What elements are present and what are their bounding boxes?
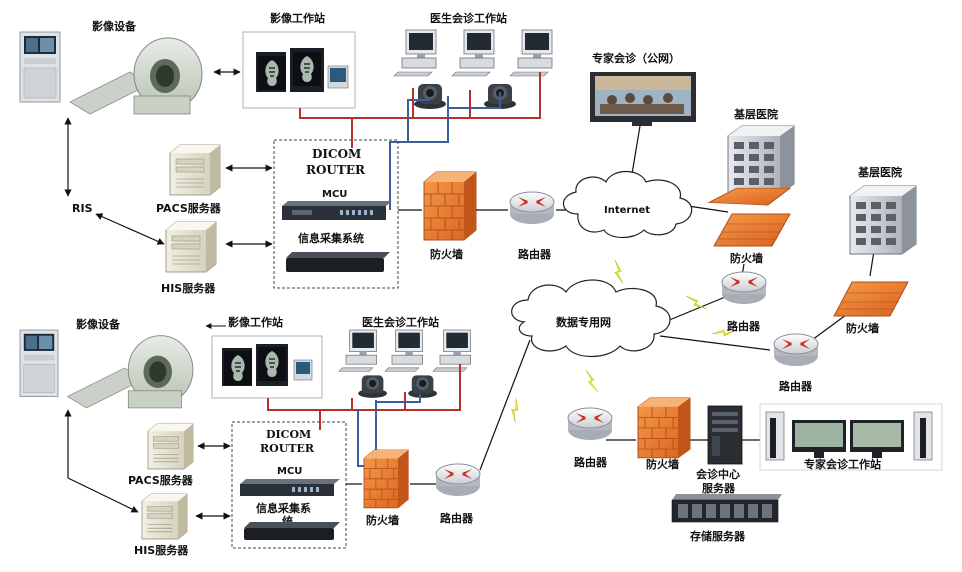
- label-ris: RIS: [72, 202, 93, 215]
- label-internet: Internet: [604, 205, 650, 216]
- video-camera-icon: [414, 84, 446, 109]
- firewall-brick-icon: [707, 187, 792, 206]
- label-doctor-workstation: 医生会诊工作站: [362, 315, 439, 329]
- consultation-center: 路由器 防火墙 会诊中心 服务器 存储服务器: [567, 397, 943, 543]
- mri-scanner-icon: [19, 329, 194, 409]
- label-center-router: 路由器: [574, 455, 608, 469]
- label-router-word: ROUTER: [306, 163, 366, 177]
- label-router: 路由器: [779, 379, 813, 393]
- label-imaging-workstation: 影像工作站: [270, 11, 325, 25]
- link-device-his: [67, 477, 139, 513]
- label-his-server: HIS服务器: [161, 281, 216, 295]
- router-disk-icon: [721, 271, 767, 305]
- label-pacs-server: PACS服务器: [156, 201, 222, 215]
- label-firewall: 防火墙: [730, 251, 763, 265]
- label-firewall-top: 防火墙: [430, 247, 463, 261]
- data-network-cloud-icon: [511, 279, 671, 357]
- label-center-server-1: 会诊中心: [696, 467, 740, 481]
- label-router: 路由器: [727, 319, 761, 333]
- label-mcu: MCU: [322, 189, 347, 200]
- network-core: 专家会诊（公网） Internet: [504, 51, 879, 441]
- label-router-top: 路由器: [518, 247, 552, 261]
- label-data-network: 数据专用网: [556, 315, 611, 329]
- server-tower-icon: [165, 221, 217, 273]
- router-disk-icon: [773, 333, 819, 367]
- primary-hospital-2: 基层医院 防火墙 路由器: [773, 165, 917, 393]
- building-icon: [849, 185, 917, 255]
- desktop-pc-icon: [509, 29, 553, 77]
- primary-hospital-1: 基层医院 防火墙 路由器: [707, 107, 795, 333]
- label-pacs-server: PACS服务器: [128, 473, 194, 487]
- workstation-monitors-icon: [256, 48, 349, 92]
- desktop-pc-icon: [432, 329, 472, 372]
- label-router-bottom: 路由器: [440, 511, 474, 525]
- desktop-pc-icon: [384, 329, 424, 372]
- label-firewall: 防火墙: [846, 321, 879, 335]
- label-mcu: MCU: [277, 466, 302, 477]
- label-his-server: HIS服务器: [134, 543, 189, 557]
- label-router-word: ROUTER: [260, 442, 315, 455]
- lightning-icon: [610, 259, 628, 284]
- label-imaging-device: 影像设备: [76, 317, 121, 331]
- building-icon: [727, 125, 795, 195]
- label-primary-hospital: 基层医院: [733, 107, 778, 121]
- desktop-pc-icon: [393, 29, 437, 77]
- bottom-site: 影像设备 影像工作站 医生会诊工作站 DICOM ROUT: [19, 315, 531, 557]
- label-storage-server: 存储服务器: [690, 529, 746, 543]
- mri-scanner-icon: [19, 31, 203, 115]
- label-info-collection: 信息采集系: [256, 501, 311, 515]
- firewall-brick-icon: [423, 171, 477, 241]
- dicom-router-box: [231, 421, 347, 549]
- mcu-device-icon: [240, 479, 340, 496]
- expert-workstation-icon: [765, 411, 933, 461]
- tv-screen-icon: [590, 72, 696, 126]
- label-dicom: DICOM: [312, 147, 361, 161]
- server-tower-icon: [147, 423, 194, 470]
- firewall-brick-icon: [713, 213, 791, 247]
- firewall-brick-icon: [637, 397, 691, 459]
- mcu-device-icon: [282, 201, 392, 220]
- rack-server-icon: [707, 405, 743, 465]
- lightning-icon: [585, 369, 599, 393]
- label-info-collection-2: 统: [282, 514, 293, 528]
- label-doctor-workstation: 医生会诊工作站: [430, 11, 507, 25]
- server-tower-icon: [141, 493, 188, 540]
- label-firewall-bottom: 防火墙: [366, 513, 399, 527]
- desktop-pc-icon: [451, 29, 495, 77]
- top-site: 影像设备 影像工作站 医生会诊工作站: [19, 11, 555, 295]
- label-center-firewall: 防火墙: [646, 457, 679, 471]
- label-expert-workstation: 专家会诊工作站: [804, 457, 881, 471]
- cable-bus: [299, 72, 541, 210]
- internet-cloud-icon: [562, 170, 693, 239]
- label-dicom: DICOM: [266, 428, 311, 441]
- desktop-pc-icon: [338, 329, 378, 372]
- dicom-router-box: [273, 139, 399, 289]
- video-camera-icon: [408, 375, 437, 398]
- info-collection-device-icon: [244, 522, 340, 540]
- storage-server-icon: [671, 494, 782, 523]
- workstation-monitors-icon: [222, 344, 313, 386]
- firewall-brick-icon: [833, 281, 909, 317]
- label-imaging-workstation: 影像工作站: [228, 315, 283, 329]
- link-bottom-router-net: [479, 339, 531, 471]
- info-collection-device-icon: [286, 252, 390, 272]
- link-ris-his: [95, 213, 165, 245]
- label-expert-public: 专家会诊（公网）: [592, 51, 680, 65]
- label-info-collection: 信息采集系统: [298, 231, 364, 245]
- router-disk-icon: [509, 191, 555, 225]
- router-disk-icon: [567, 407, 613, 441]
- label-primary-hospital: 基层医院: [857, 165, 902, 179]
- lightning-icon: [504, 397, 527, 424]
- firewall-brick-icon: [363, 449, 409, 509]
- server-tower-icon: [169, 144, 221, 196]
- label-center-server-2: 服务器: [702, 481, 736, 495]
- video-camera-icon: [358, 375, 387, 398]
- router-disk-icon: [435, 463, 481, 497]
- label-imaging-device: 影像设备: [92, 19, 137, 33]
